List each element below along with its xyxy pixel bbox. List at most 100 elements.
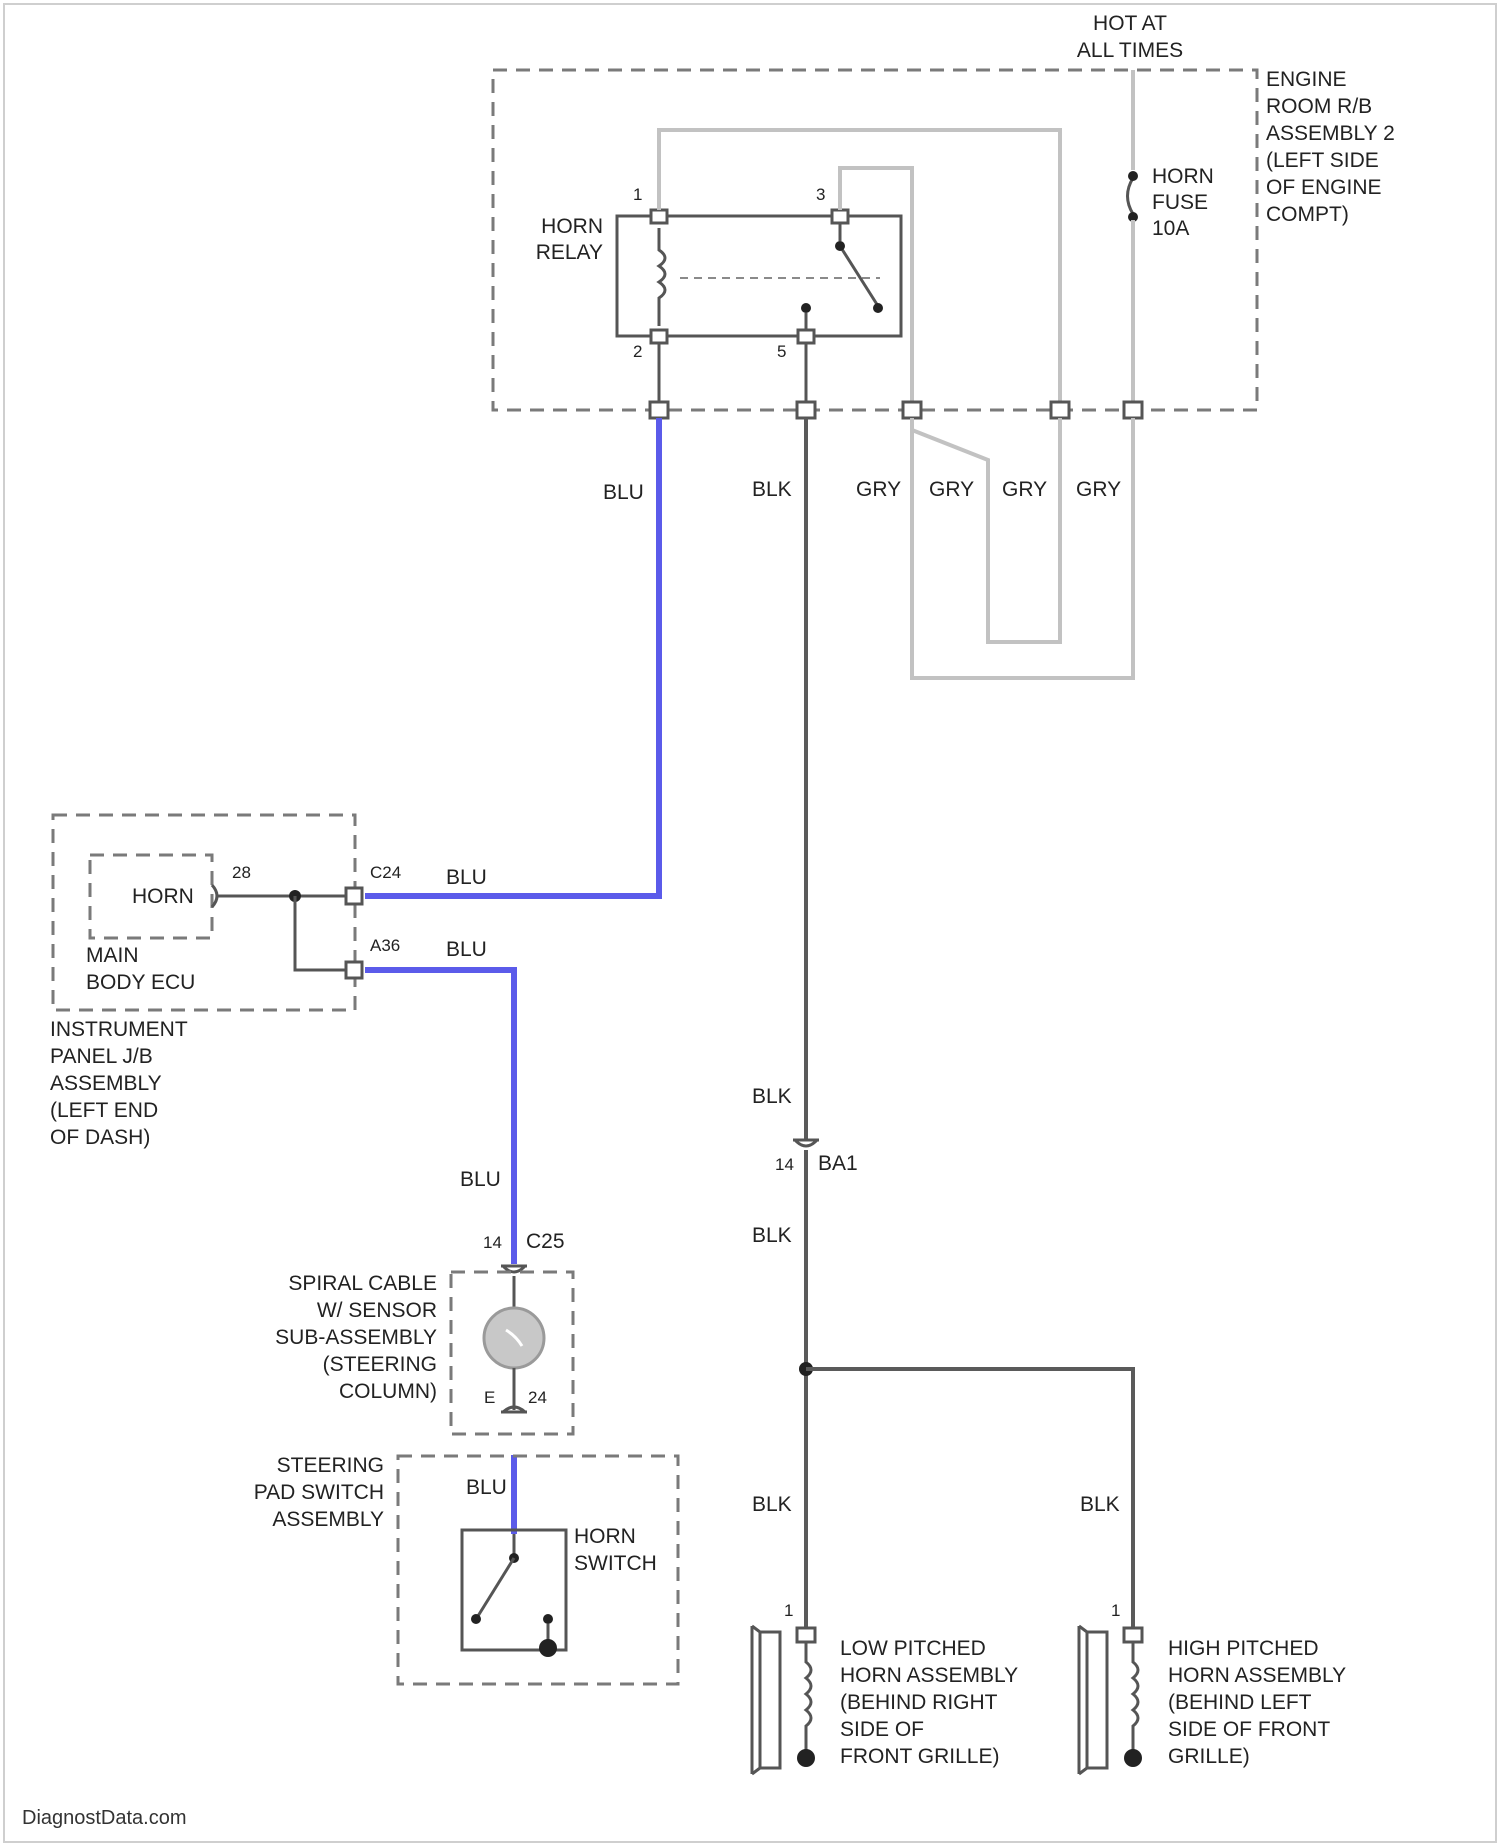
label-line: HORN ASSEMBLY bbox=[840, 1664, 1018, 1687]
blk-wire-label-lower: BLK bbox=[752, 1224, 792, 1247]
page-border bbox=[4, 4, 1496, 1842]
label-line: HORN ASSEMBLY bbox=[1168, 1664, 1346, 1687]
relay-coil bbox=[659, 228, 665, 326]
label-line: HORN bbox=[1152, 165, 1214, 188]
relay-pin-3-terminal bbox=[832, 210, 848, 223]
gry-wire-label-4: GRY bbox=[1076, 478, 1121, 501]
label-line: ASSEMBLY 2 bbox=[1266, 122, 1395, 145]
label-line: COLUMN) bbox=[339, 1380, 437, 1403]
label-line: ASSEMBLY bbox=[50, 1072, 162, 1095]
blk-wire-label-high-horn: BLK bbox=[1080, 1493, 1120, 1516]
gry-wire-label-2: GRY bbox=[929, 478, 974, 501]
ba1-pin-label: 14 bbox=[775, 1155, 794, 1174]
fuse-terminal-top bbox=[1128, 171, 1138, 181]
horn-switch-contact-arm bbox=[478, 1558, 514, 1616]
main-body-ecu-label: MAIN BODY ECU bbox=[86, 944, 195, 994]
high-horn-coil bbox=[1133, 1642, 1138, 1752]
gry-loop-outer bbox=[912, 418, 1133, 678]
low-horn-ground-icon bbox=[797, 1749, 815, 1767]
high-horn-housing bbox=[1079, 1626, 1107, 1774]
label-line: HIGH PITCHED bbox=[1168, 1637, 1319, 1660]
high-horn-ground-icon bbox=[1124, 1749, 1142, 1767]
label-line: ALL TIMES bbox=[1077, 39, 1183, 62]
horn-switch-contact-tip bbox=[471, 1614, 481, 1624]
horn-switch-fixed-contact bbox=[543, 1614, 553, 1624]
label-line: PAD SWITCH bbox=[254, 1481, 384, 1504]
label-line: STEERING bbox=[277, 1454, 384, 1477]
high-pitched-horn-label: HIGH PITCHED HORN ASSEMBLY (BEHIND LEFT SID… bbox=[1168, 1637, 1346, 1768]
relay-contact-fixed bbox=[801, 303, 811, 313]
footer-watermark: DiagnostData.com bbox=[22, 1807, 187, 1829]
a36-terminal bbox=[346, 962, 362, 978]
label-line: (BEHIND LEFT bbox=[1168, 1691, 1312, 1714]
blu-wire-label-c24: BLU bbox=[446, 866, 487, 889]
ecu-pin-28-label: 28 bbox=[232, 863, 251, 882]
blu-wire-label-pad: BLU bbox=[466, 1476, 507, 1499]
spiral-cable-pin-24: 24 bbox=[528, 1388, 547, 1407]
blu-wire-a36-to-c25 bbox=[365, 970, 514, 1264]
relay-pin-2-label: 2 bbox=[633, 342, 642, 361]
blu-wire-label-relay: BLU bbox=[603, 481, 644, 504]
gry-wire-label-1: GRY bbox=[856, 478, 901, 501]
label-line: SWITCH bbox=[574, 1552, 657, 1575]
blk-wire-label-relay: BLK bbox=[752, 478, 792, 501]
relay-contact-tip bbox=[873, 303, 883, 313]
relay-contact-arm bbox=[840, 246, 878, 306]
label-line: SIDE OF bbox=[840, 1718, 924, 1741]
blk-wire-label-upper: BLK bbox=[752, 1085, 792, 1108]
label-line: INSTRUMENT bbox=[50, 1018, 188, 1041]
engine-room-rb-box bbox=[493, 70, 1257, 410]
low-horn-housing bbox=[752, 1626, 780, 1774]
low-horn-pin-label: 1 bbox=[784, 1601, 793, 1620]
label-line: RELAY bbox=[536, 241, 603, 264]
high-horn-pin-label: 1 bbox=[1111, 1601, 1120, 1620]
ecu-horn-output-label: HORN bbox=[132, 885, 194, 908]
rb-terminal-gry-4 bbox=[1124, 402, 1142, 418]
relay-contact-pivot bbox=[835, 241, 845, 251]
rb-terminal-gry-3 bbox=[1051, 402, 1069, 418]
blu-wire-label-spiral: BLU bbox=[460, 1168, 501, 1191]
c25-pin-label: 14 bbox=[483, 1233, 502, 1252]
horn-fuse-element bbox=[1128, 178, 1134, 214]
ba1-connector-label: BA1 bbox=[818, 1152, 858, 1175]
blu-wire-label-a36: BLU bbox=[446, 938, 487, 961]
label-line: LOW PITCHED bbox=[840, 1637, 986, 1660]
rb-terminal-gry-1 bbox=[903, 402, 921, 418]
horn-switch-ground-icon bbox=[539, 1639, 557, 1657]
ecu-internal-wire-a36 bbox=[295, 896, 348, 970]
label-line: SPIRAL CABLE bbox=[288, 1272, 437, 1295]
blk-wire-label-low-horn: BLK bbox=[752, 1493, 792, 1516]
horn-switch-label: HORN SWITCH bbox=[574, 1525, 657, 1575]
label-line: SIDE OF FRONT bbox=[1168, 1718, 1330, 1741]
rb-terminal-blu bbox=[650, 402, 668, 418]
low-pitched-horn-label: LOW PITCHED HORN ASSEMBLY (BEHIND RIGHT SID… bbox=[840, 1637, 1018, 1768]
rb-terminal-blk bbox=[797, 402, 815, 418]
high-horn-terminal bbox=[1124, 1628, 1142, 1642]
c25-connector-label: C25 bbox=[526, 1230, 565, 1253]
label-line: MAIN bbox=[86, 944, 139, 967]
relay-pin-1-label: 1 bbox=[633, 185, 642, 204]
instrument-panel-jb-label: INSTRUMENTPANEL J/BASSEMBLY(LEFT ENDOF D… bbox=[50, 1018, 188, 1149]
spiral-cable-pin-e: E bbox=[484, 1388, 495, 1407]
label-line: 10A bbox=[1152, 217, 1189, 240]
label-line: ASSEMBLY bbox=[272, 1508, 384, 1531]
label-line: W/ SENSOR bbox=[317, 1299, 437, 1322]
relay-pin-2-terminal bbox=[651, 330, 667, 343]
label-line: ENGINE bbox=[1266, 68, 1347, 91]
label-line: (BEHIND RIGHT bbox=[840, 1691, 998, 1714]
label-line: HORN bbox=[574, 1525, 636, 1548]
label-line: (LEFT SIDE bbox=[1266, 149, 1379, 172]
label-line: COMPT) bbox=[1266, 203, 1349, 226]
label-line: GRILLE) bbox=[1168, 1745, 1250, 1768]
relay-pin-5-terminal bbox=[798, 330, 814, 343]
label-line: BODY ECU bbox=[86, 971, 195, 994]
label-line: PANEL J/B bbox=[50, 1045, 153, 1068]
low-horn-coil bbox=[806, 1642, 811, 1752]
